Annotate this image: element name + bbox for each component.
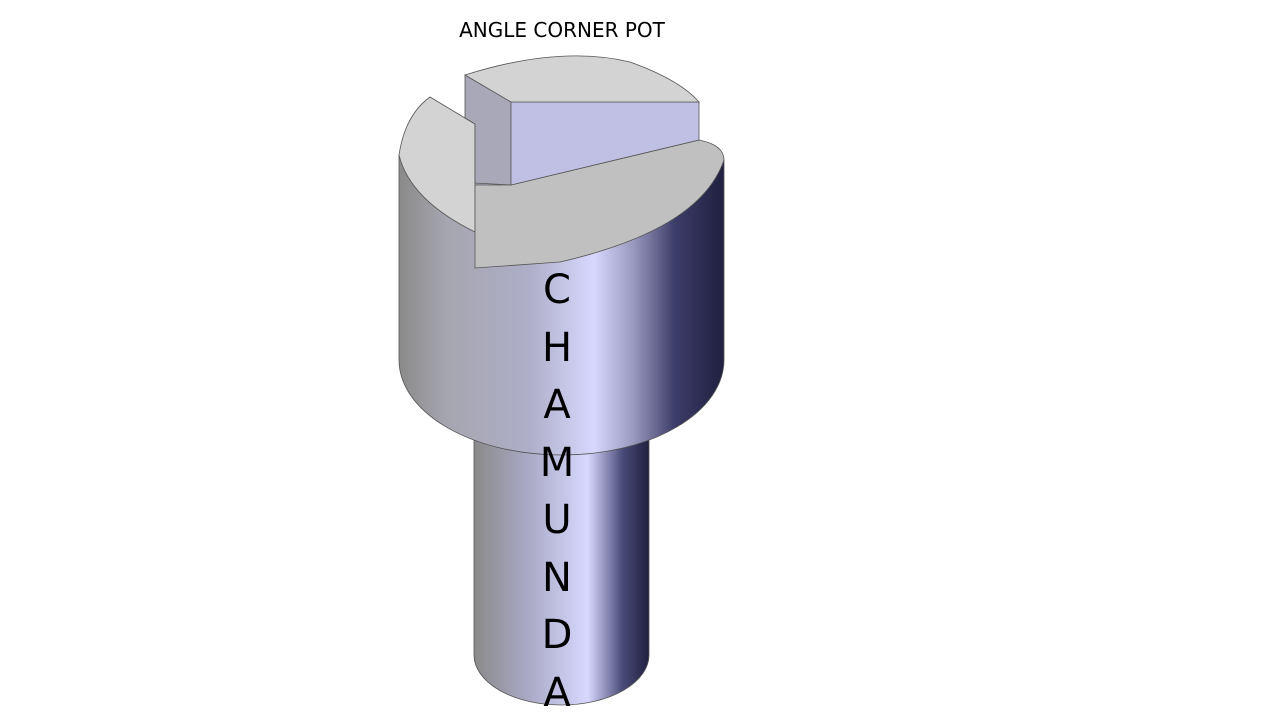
letter: D — [527, 607, 587, 665]
letter: U — [527, 492, 587, 550]
letter: A — [527, 665, 587, 722]
letter: N — [527, 550, 587, 608]
letter: A — [527, 377, 587, 435]
block-top-face — [465, 56, 699, 102]
vertical-label: C H A M U N D A — [527, 262, 587, 722]
letter: H — [527, 320, 587, 378]
letter: M — [527, 435, 587, 493]
letter: C — [527, 262, 587, 320]
